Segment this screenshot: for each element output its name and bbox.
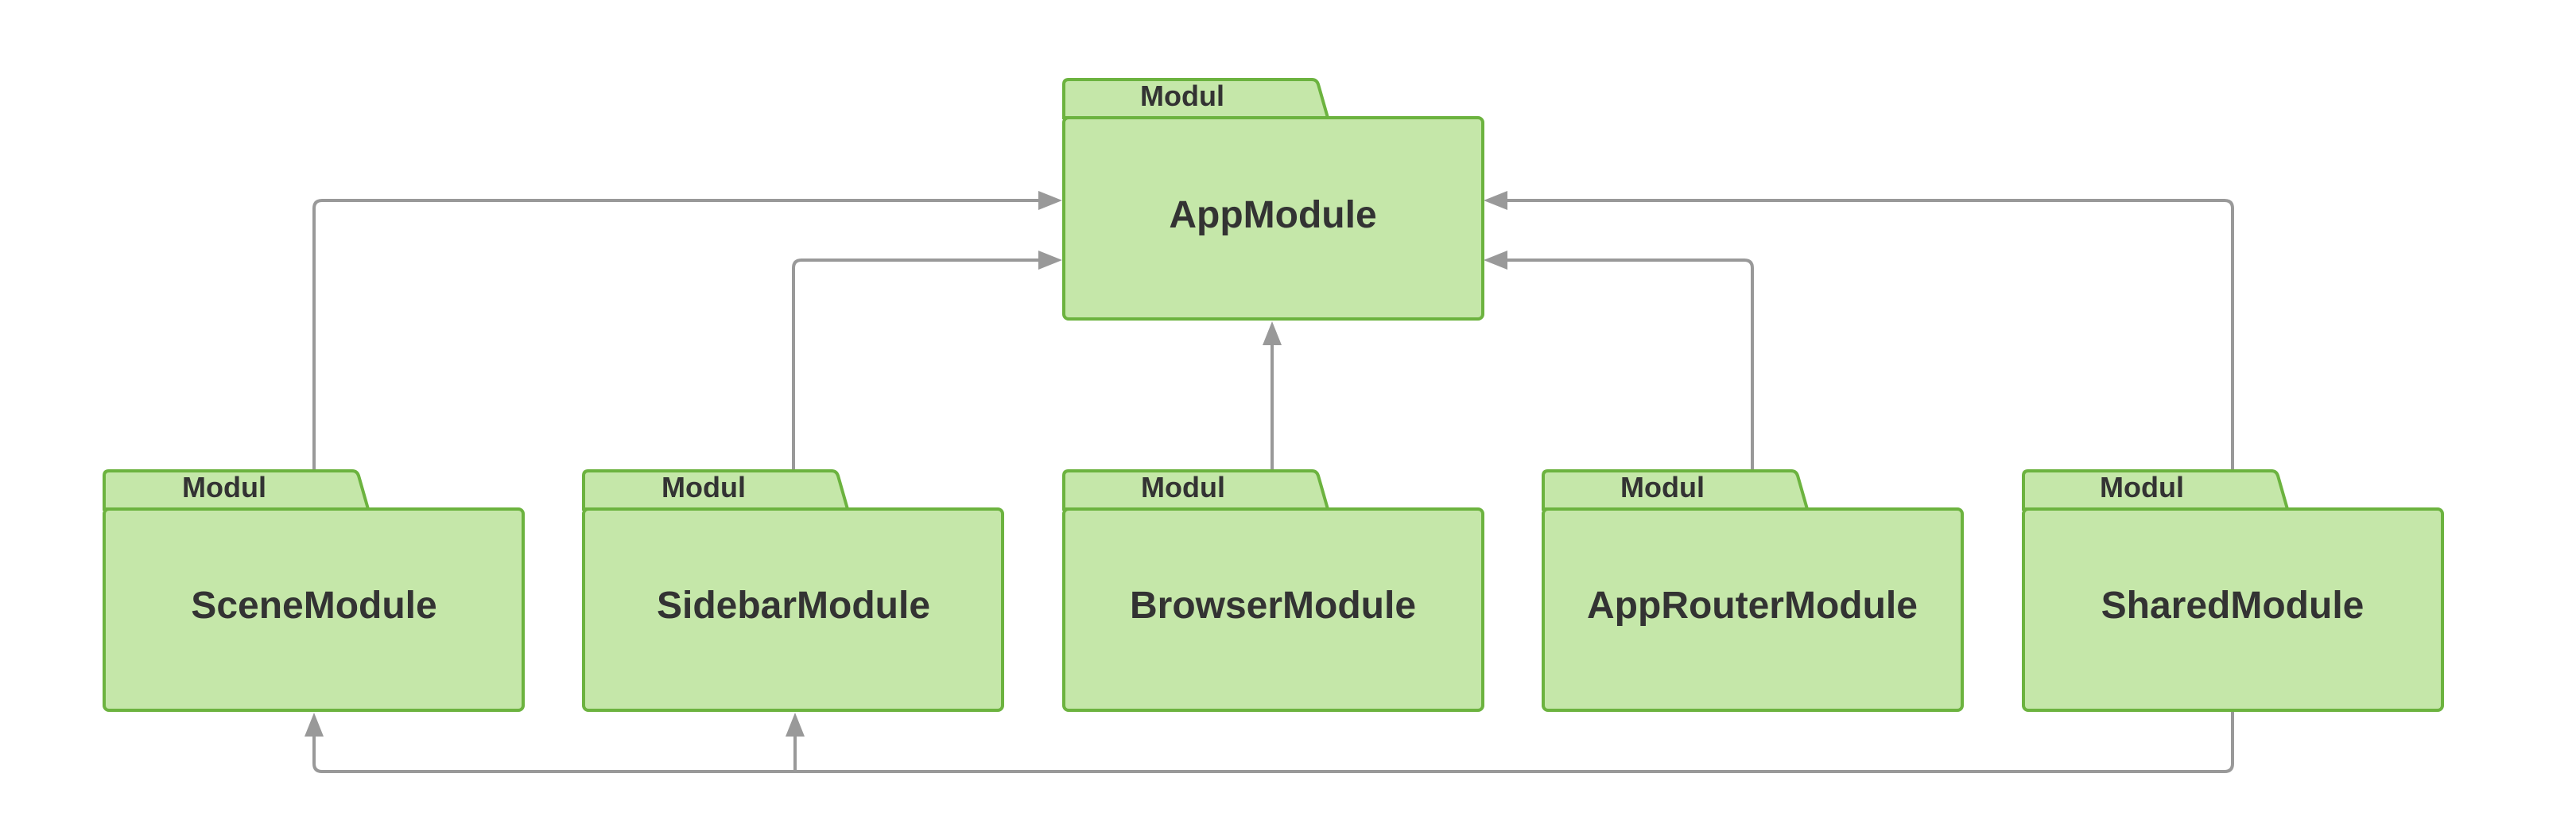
module-stereotype-label: Modul — [1620, 471, 1705, 503]
module-body — [582, 507, 1004, 712]
module-sidebar[interactable]: Modul SidebarModule — [582, 469, 1004, 712]
module-body — [103, 507, 525, 712]
arrowhead-shared-to-app — [1484, 191, 1507, 210]
arrowhead-browser-to-app — [1263, 321, 1282, 345]
module-app[interactable]: Modul AppModule — [1062, 78, 1484, 321]
module-browser[interactable]: Modul BrowserModule — [1062, 469, 1484, 712]
module-stereotype-label: Modul — [2100, 471, 2184, 503]
arrowhead-sidebar-to-app — [1038, 251, 1062, 270]
module-stereotype-label: Modul — [661, 471, 746, 503]
module-stereotype-label: Modul — [1140, 80, 1224, 112]
module-name: AppModule — [1169, 194, 1376, 236]
module-approuter[interactable]: Modul AppRouterModule — [1542, 469, 1964, 712]
module-stereotype-label: Modul — [1141, 471, 1225, 503]
connector-shared-to-scene-sidebar — [312, 711, 2234, 773]
module-name: SharedModule — [2101, 585, 2365, 627]
module-tab — [1542, 469, 1810, 511]
module-scene[interactable]: Modul SceneModule — [103, 469, 525, 712]
module-stereotype-label: Modul — [182, 471, 266, 503]
module-body — [2022, 507, 2444, 712]
module-tab — [103, 469, 370, 511]
module-body — [1542, 507, 1964, 712]
arrowhead-shared-to-sidebar — [786, 713, 805, 737]
arrowhead-scene-to-app — [1038, 191, 1062, 210]
arrowhead-shared-to-scene — [305, 713, 324, 737]
module-name: AppRouterModule — [1587, 585, 1918, 627]
module-tab — [582, 469, 850, 511]
arrowhead-approuter-to-app — [1484, 251, 1507, 270]
module-name: SidebarModule — [657, 585, 930, 627]
connector-approuter-to-app — [1503, 259, 1754, 469]
module-tab — [1062, 78, 1330, 119]
connectors — [305, 191, 2234, 773]
module-name: SceneModule — [191, 585, 436, 627]
module-tab — [2022, 469, 2290, 511]
module-tab — [1062, 469, 1330, 511]
module-name: BrowserModule — [1130, 585, 1416, 627]
connector-sidebar-to-app — [792, 259, 1043, 469]
connector-shared-to-app — [1503, 199, 2234, 469]
module-body — [1062, 116, 1484, 321]
module-shared[interactable]: Modul SharedModule — [2022, 469, 2444, 712]
module-body — [1062, 507, 1484, 712]
connector-scene-to-app — [312, 199, 1043, 469]
